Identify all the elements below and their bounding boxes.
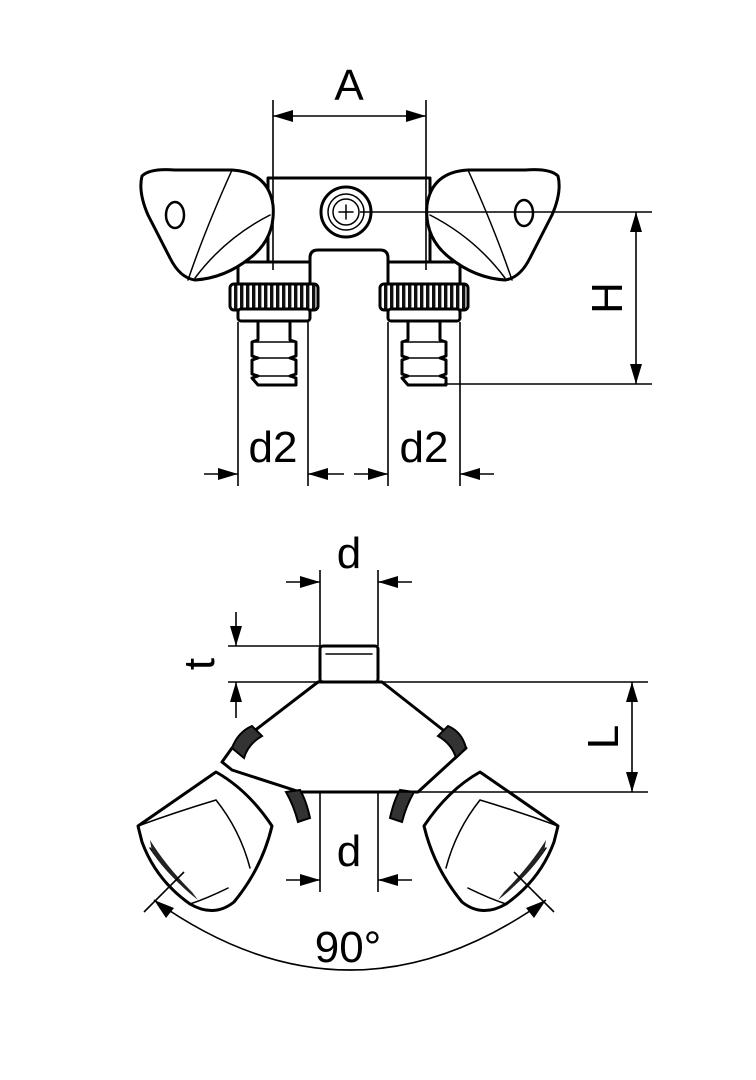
dimension-t-label: t (175, 658, 224, 670)
top-left-handle (136, 770, 274, 912)
lower-left-knurl (284, 788, 312, 824)
left-knurl-edge (230, 724, 264, 760)
dimension-t: t (175, 612, 320, 718)
top-view: d t L d (136, 529, 648, 972)
left-outlet-neck (236, 260, 312, 287)
dimension-d-bottom-label: d (337, 827, 361, 876)
dimension-l: L (300, 681, 648, 793)
dimension-a: A (272, 61, 427, 270)
left-handle (139, 168, 275, 282)
dimension-a-label: A (334, 61, 364, 110)
right-knurl-edge (436, 724, 468, 760)
dimension-angle: 90° (143, 871, 555, 972)
right-handle (425, 168, 561, 282)
dimension-d-bottom: d (286, 792, 412, 892)
inlet-fitting (319, 185, 373, 239)
dimension-d2-right: d2 (354, 322, 494, 486)
right-hose-barb (400, 319, 448, 387)
top-right-handle (422, 770, 560, 912)
dimension-h-label: H (583, 282, 632, 314)
dimension-l-label: L (579, 725, 628, 749)
dimension-angle-label: 90° (315, 923, 382, 972)
dimension-d-top-label: d (337, 529, 361, 578)
dimension-d2-right-label: d2 (400, 423, 449, 472)
dimension-d2-left-label: d2 (249, 423, 298, 472)
dimension-d-top: d (286, 529, 412, 646)
right-nut (378, 282, 470, 323)
lower-right-knurl (388, 788, 416, 824)
dimension-h: H (360, 211, 652, 385)
left-hose-barb (250, 319, 298, 387)
right-outlet-neck (386, 260, 462, 287)
front-view: A H d2 d2 (139, 61, 652, 486)
top-inlet (318, 644, 380, 684)
left-nut (228, 282, 320, 323)
dimension-d2-left: d2 (204, 322, 344, 486)
